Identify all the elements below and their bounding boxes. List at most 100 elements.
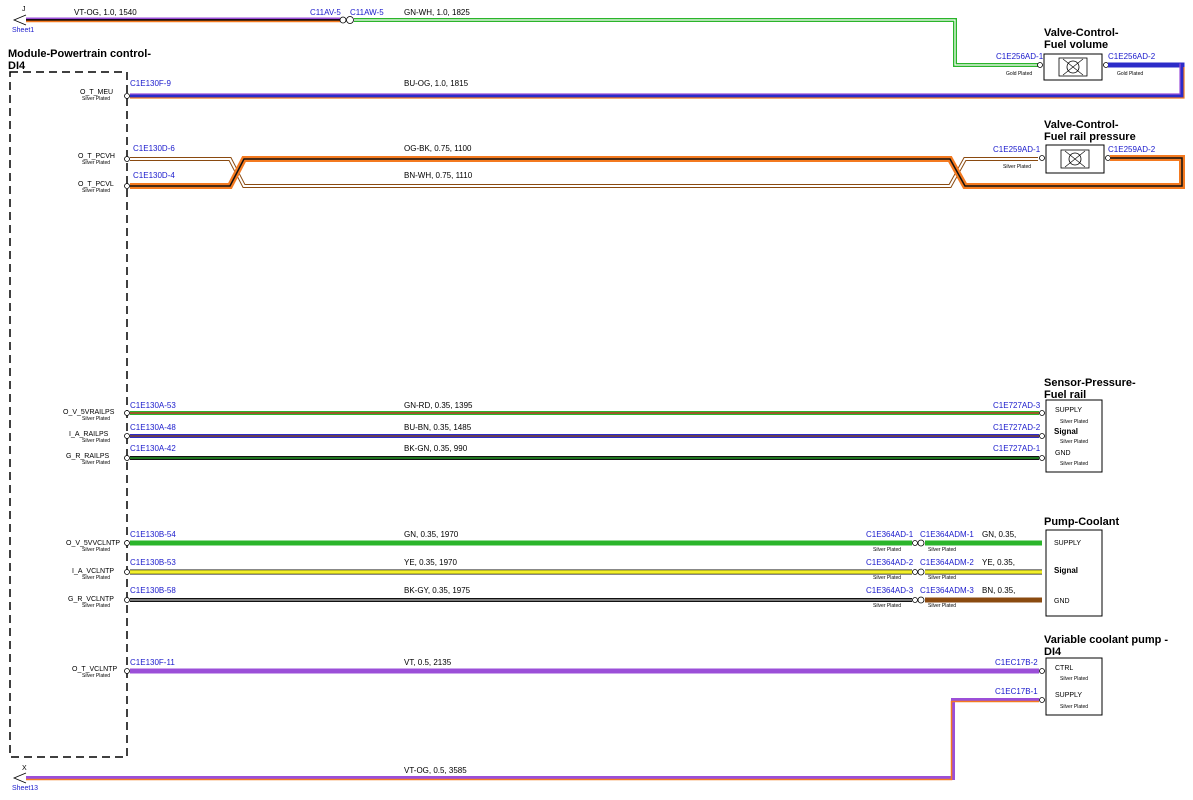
offsheet-bottom-sheet-link[interactable]: Sheet13 bbox=[12, 785, 38, 792]
top-wire-spec-right: GN-WH, 1.0, 1825 bbox=[404, 8, 470, 17]
wire-grail-spec: BK-GN, 0.35, 990 bbox=[404, 444, 468, 453]
sensor-title-line1: Sensor-Pressure- bbox=[1044, 377, 1136, 389]
sensor-plating-3: Silver Plated bbox=[1060, 461, 1088, 467]
fuel-volume-conn-right[interactable]: C1E256AD-2 bbox=[1108, 52, 1156, 61]
wire-avcl-conn-a[interactable]: C1E364AD-2 bbox=[866, 558, 914, 567]
valve-icon bbox=[1060, 149, 1090, 169]
pin-label-pcvl: O_T_PCVL bbox=[78, 181, 114, 188]
pin-label-v5rail: O_V_5VRAILPS bbox=[63, 409, 115, 416]
module-title-line1: Module-Powertrain control- bbox=[8, 48, 151, 60]
wire-arail-spec: BU-BN, 0.35, 1485 bbox=[404, 423, 472, 432]
wire-pcvh-spec: OG-BK, 0.75, 1100 bbox=[404, 144, 472, 153]
wire-v5vcl-conn-a[interactable]: C1E364AD-1 bbox=[866, 530, 914, 539]
variable-coolant-pump-box[interactable] bbox=[1045, 657, 1103, 716]
sensor-pin-gnd: GND bbox=[1055, 450, 1071, 457]
wire-gvcl-spec-right: BN, 0.35, bbox=[982, 586, 1015, 595]
wire-v5rail-spec: GN-RD, 0.35, 1395 bbox=[404, 401, 473, 410]
wire-v5rail-conn-left[interactable]: C1E130A-53 bbox=[130, 401, 176, 410]
offsheet-connector-top[interactable]: J Sheet1 bbox=[12, 6, 340, 34]
valve-icon bbox=[1058, 57, 1088, 77]
pin-plating-avcl: Silver Plated bbox=[82, 575, 110, 581]
fuel-volume-conn-left[interactable]: C1E256AD-1 bbox=[996, 52, 1044, 61]
rail-pressure-title-line2: Fuel rail pressure bbox=[1044, 131, 1136, 143]
offsheet-bottom-letter: X bbox=[22, 765, 27, 772]
sensor-pin-supply: SUPPLY bbox=[1055, 407, 1082, 414]
wire-v5rail-conn-right[interactable]: C1E727AD-3 bbox=[993, 401, 1041, 410]
pump-title: Pump-Coolant bbox=[1044, 516, 1119, 528]
wire-arail-conn-left[interactable]: C1E130A-48 bbox=[130, 423, 176, 432]
vcp-plating-2: Silver Plated bbox=[1060, 704, 1088, 710]
wire-v5vcl-conn-left[interactable]: C1E130B-54 bbox=[130, 530, 176, 539]
pin-label-tvcl: O_T_VCLNTP bbox=[72, 666, 117, 673]
wire-gvcl-conn-b[interactable]: C1E364ADM-3 bbox=[920, 586, 974, 595]
wire-avcl-conn-b[interactable]: C1E364ADM-2 bbox=[920, 558, 974, 567]
top-conn-right[interactable]: C11AW-5 bbox=[350, 8, 384, 17]
wire-avcl-spec-right: YE, 0.35, bbox=[982, 558, 1015, 567]
pin-plating-meu: Silver Plated bbox=[82, 96, 110, 102]
rail-pressure-conn-left[interactable]: C1E259AD-1 bbox=[993, 145, 1041, 154]
wire-gvcl-conn-left[interactable]: C1E130B-58 bbox=[130, 586, 176, 595]
bottom-wire-spec: VT-OG, 0.5, 3585 bbox=[404, 766, 467, 775]
vcp-title-line1: Variable coolant pump - bbox=[1044, 634, 1168, 646]
plating-gvcl-b: Silver Plated bbox=[928, 603, 956, 609]
wire-avcl-conn-left[interactable]: C1E130B-53 bbox=[130, 558, 176, 567]
wire-v5vcl-conn-b[interactable]: C1E364ADM-1 bbox=[920, 530, 974, 539]
plating-v5vcl-a: Silver Plated bbox=[873, 547, 901, 553]
pin-label-arail: I_A_RAILPS bbox=[69, 431, 109, 438]
vcp-pin-supply: SUPPLY bbox=[1055, 692, 1082, 699]
pin-plating-pcvl: Silver Plated bbox=[82, 188, 110, 194]
wire-grail-conn-right[interactable]: C1E727AD-1 bbox=[993, 444, 1041, 453]
vcp-pin-ctrl: CTRL bbox=[1055, 665, 1073, 672]
plating-avcl-b: Silver Plated bbox=[928, 575, 956, 581]
pump-coolant-box[interactable] bbox=[1045, 529, 1103, 617]
sensor-title-line2: Fuel rail bbox=[1044, 389, 1086, 401]
wire-v5vcl-spec-right: GN, 0.35, bbox=[982, 530, 1016, 539]
wire-gvcl-conn-a[interactable]: C1E364AD-3 bbox=[866, 586, 914, 595]
wire-gvcl-spec: BK-GY, 0.35, 1975 bbox=[404, 586, 471, 595]
inline-connector-dot bbox=[339, 16, 347, 24]
pin-plating-tvcl: Silver Plated bbox=[82, 673, 110, 679]
pump-pin-supply: SUPPLY bbox=[1054, 540, 1081, 547]
pump-pin-gnd: GND bbox=[1054, 598, 1070, 605]
offsheet-top-sheet-link[interactable]: Sheet1 bbox=[12, 27, 34, 34]
pin-label-v5vcl: O_V_5VVCLNTP bbox=[66, 540, 120, 547]
inline-connector-ring bbox=[346, 16, 354, 24]
fuel-volume-plating-right: Gold Plated bbox=[1117, 71, 1143, 77]
rail-pressure-plating: Silver Plated bbox=[1003, 164, 1031, 170]
fuel-volume-title-line1: Valve-Control- bbox=[1044, 27, 1119, 39]
fuel-volume-plating-left: Gold Plated bbox=[1006, 71, 1032, 77]
wire-pcvh-conn-left[interactable]: C1E130D-6 bbox=[133, 144, 175, 153]
pin-label-pcvh: O_T_PCVH bbox=[78, 153, 115, 160]
top-conn-left[interactable]: C11AV-5 bbox=[310, 8, 341, 17]
pin-plating-gvcl: Silver Plated bbox=[82, 603, 110, 609]
pin-plating-v5rail: Silver Plated bbox=[82, 416, 110, 422]
pin-plating-pcvh: Silver Plated bbox=[82, 160, 110, 166]
vcp-plating-1: Silver Plated bbox=[1060, 676, 1088, 682]
module-title-line2: DI4 bbox=[8, 60, 26, 72]
pump-pin-signal: Signal bbox=[1054, 566, 1078, 575]
pin-label-avcl: I_A_VCLNTP bbox=[72, 568, 114, 575]
wire-pcvl-conn-left[interactable]: C1E130D-4 bbox=[133, 171, 175, 180]
wire-tvcl-conn-left[interactable]: C1E130F-11 bbox=[130, 658, 175, 667]
wire-tvcl-spec: VT, 0.5, 2135 bbox=[404, 658, 452, 667]
plating-avcl-a: Silver Plated bbox=[873, 575, 901, 581]
wire-pcvl-spec: BN-WH, 0.75, 1110 bbox=[404, 171, 473, 180]
wire-supply-conn-right[interactable]: C1EC17B-1 bbox=[995, 687, 1038, 696]
pin-label-meu: O_T_MEU bbox=[80, 89, 113, 96]
top-wire-spec-left: VT-OG, 1.0, 1540 bbox=[74, 8, 137, 17]
wire-meu-conn-left[interactable]: C1E130F-9 bbox=[130, 79, 171, 88]
wire-meu-spec: BU-OG, 1.0, 1815 bbox=[404, 79, 469, 88]
offsheet-connector-bottom[interactable]: X Sheet13 bbox=[12, 765, 38, 792]
offsheet-top-letter: J bbox=[22, 6, 26, 13]
wire-tvcl-conn-right[interactable]: C1EC17B-2 bbox=[995, 658, 1038, 667]
pin-plating-v5vcl: Silver Plated bbox=[82, 547, 110, 553]
wire-avcl-spec: YE, 0.35, 1970 bbox=[404, 558, 457, 567]
rail-pressure-conn-right[interactable]: C1E259AD-2 bbox=[1108, 145, 1156, 154]
plating-gvcl-a: Silver Plated bbox=[873, 603, 901, 609]
sensor-plating-2: Silver Plated bbox=[1060, 439, 1088, 445]
wire-arail-conn-right[interactable]: C1E727AD-2 bbox=[993, 423, 1041, 432]
pin-plating-grail: Silver Plated bbox=[82, 460, 110, 466]
wire-grail-conn-left[interactable]: C1E130A-42 bbox=[130, 444, 176, 453]
sensor-pressure-box[interactable] bbox=[1045, 399, 1103, 473]
